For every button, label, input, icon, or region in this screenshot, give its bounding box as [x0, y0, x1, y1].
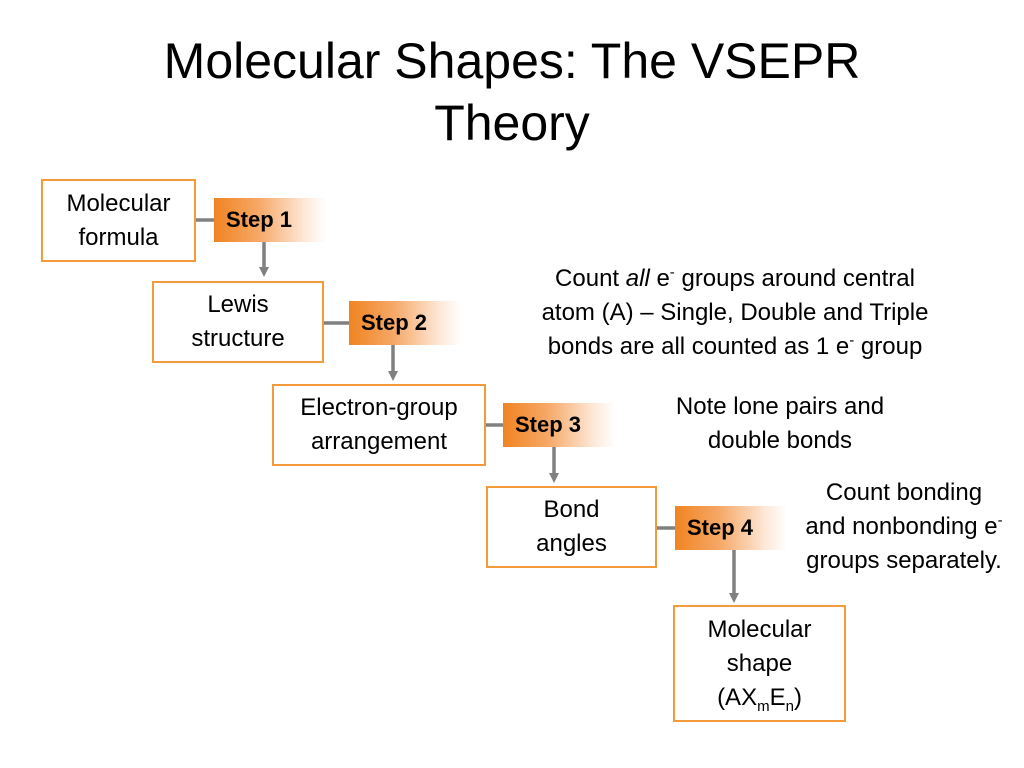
formula-sub-m: m	[757, 697, 770, 715]
box-molecular-formula-line2: formula	[78, 223, 159, 251]
box-lewis-structure: Lewis structure	[152, 281, 324, 363]
note-step-4-line1: Count bonding	[825, 479, 983, 506]
title-line-2: Theory	[434, 95, 590, 151]
step-2-label: Step 2	[349, 301, 461, 345]
formula-e: E	[769, 683, 786, 711]
formula-open: (AX	[717, 683, 758, 711]
step-1-label: Step 1	[214, 198, 326, 242]
note4-l2-a: and nonbonding e	[805, 513, 998, 540]
note2-l3-a: bonds are all counted as 1 e	[547, 333, 850, 360]
note-step-2-line2: atom (A) – Single, Double and Triple	[541, 299, 929, 326]
box-molecular-formula-line1: Molecular	[66, 189, 171, 217]
box-molecular-formula: Molecular formula	[41, 179, 196, 262]
box-lewis-structure-line2: structure	[191, 325, 285, 352]
note-step-3-line2: double bonds	[707, 427, 853, 454]
note2-l1-c: groups around central	[674, 265, 915, 292]
box-electron-group-line2: arrangement	[310, 428, 448, 455]
box-lewis-structure-line1: Lewis	[207, 291, 269, 318]
note-step-2-line1: Count all e- groups around central	[490, 262, 980, 296]
molecular-shape-formula: (AXmEn)	[717, 681, 802, 715]
note-step-3-line1: Note lone pairs and	[675, 393, 885, 420]
title-line-1: Molecular Shapes: The VSEPR	[163, 33, 861, 89]
note2-l1-italic: all	[625, 265, 650, 292]
note-step-2-line3: bonds are all counted as 1 e- group	[490, 330, 980, 364]
note2-l3-b: group	[854, 333, 923, 360]
note-step-4-line3: groups separately.	[806, 547, 1002, 574]
box-electron-group-arrangement: Electron-group arrangement	[272, 384, 486, 466]
note2-l1-b: e	[649, 265, 670, 292]
box-molecular-shape-line1: Molecular	[707, 615, 812, 643]
box-bond-angles-line2: angles	[536, 530, 607, 557]
box-molecular-shape: Molecular shape (AXmEn)	[673, 605, 846, 722]
note-step-2: Count all e- groups around central atom …	[490, 262, 980, 364]
step-4-label: Step 4	[675, 506, 787, 550]
note-step-4-line2: and nonbonding e-	[784, 510, 1024, 544]
box-electron-group-line1: Electron-group	[300, 394, 458, 421]
formula-sub-n: n	[785, 697, 794, 715]
step-3-label: Step 3	[503, 403, 615, 447]
note2-l1-sup: -	[669, 264, 675, 281]
slide-title: Molecular Shapes: The VSEPR Theory	[0, 30, 1024, 154]
box-bond-angles-line1: Bond	[543, 496, 600, 523]
box-molecular-shape-line2: shape	[726, 649, 793, 677]
note2-l3-sup: -	[849, 332, 855, 349]
note-step-3: Note lone pairs and double bonds	[630, 390, 930, 458]
box-bond-angles: Bond angles	[486, 486, 657, 568]
note-step-4: Count bonding and nonbonding e- groups s…	[784, 476, 1024, 578]
note4-l2-sup: -	[997, 512, 1003, 529]
note2-l1-a: Count	[555, 265, 626, 292]
formula-close: )	[793, 683, 802, 711]
